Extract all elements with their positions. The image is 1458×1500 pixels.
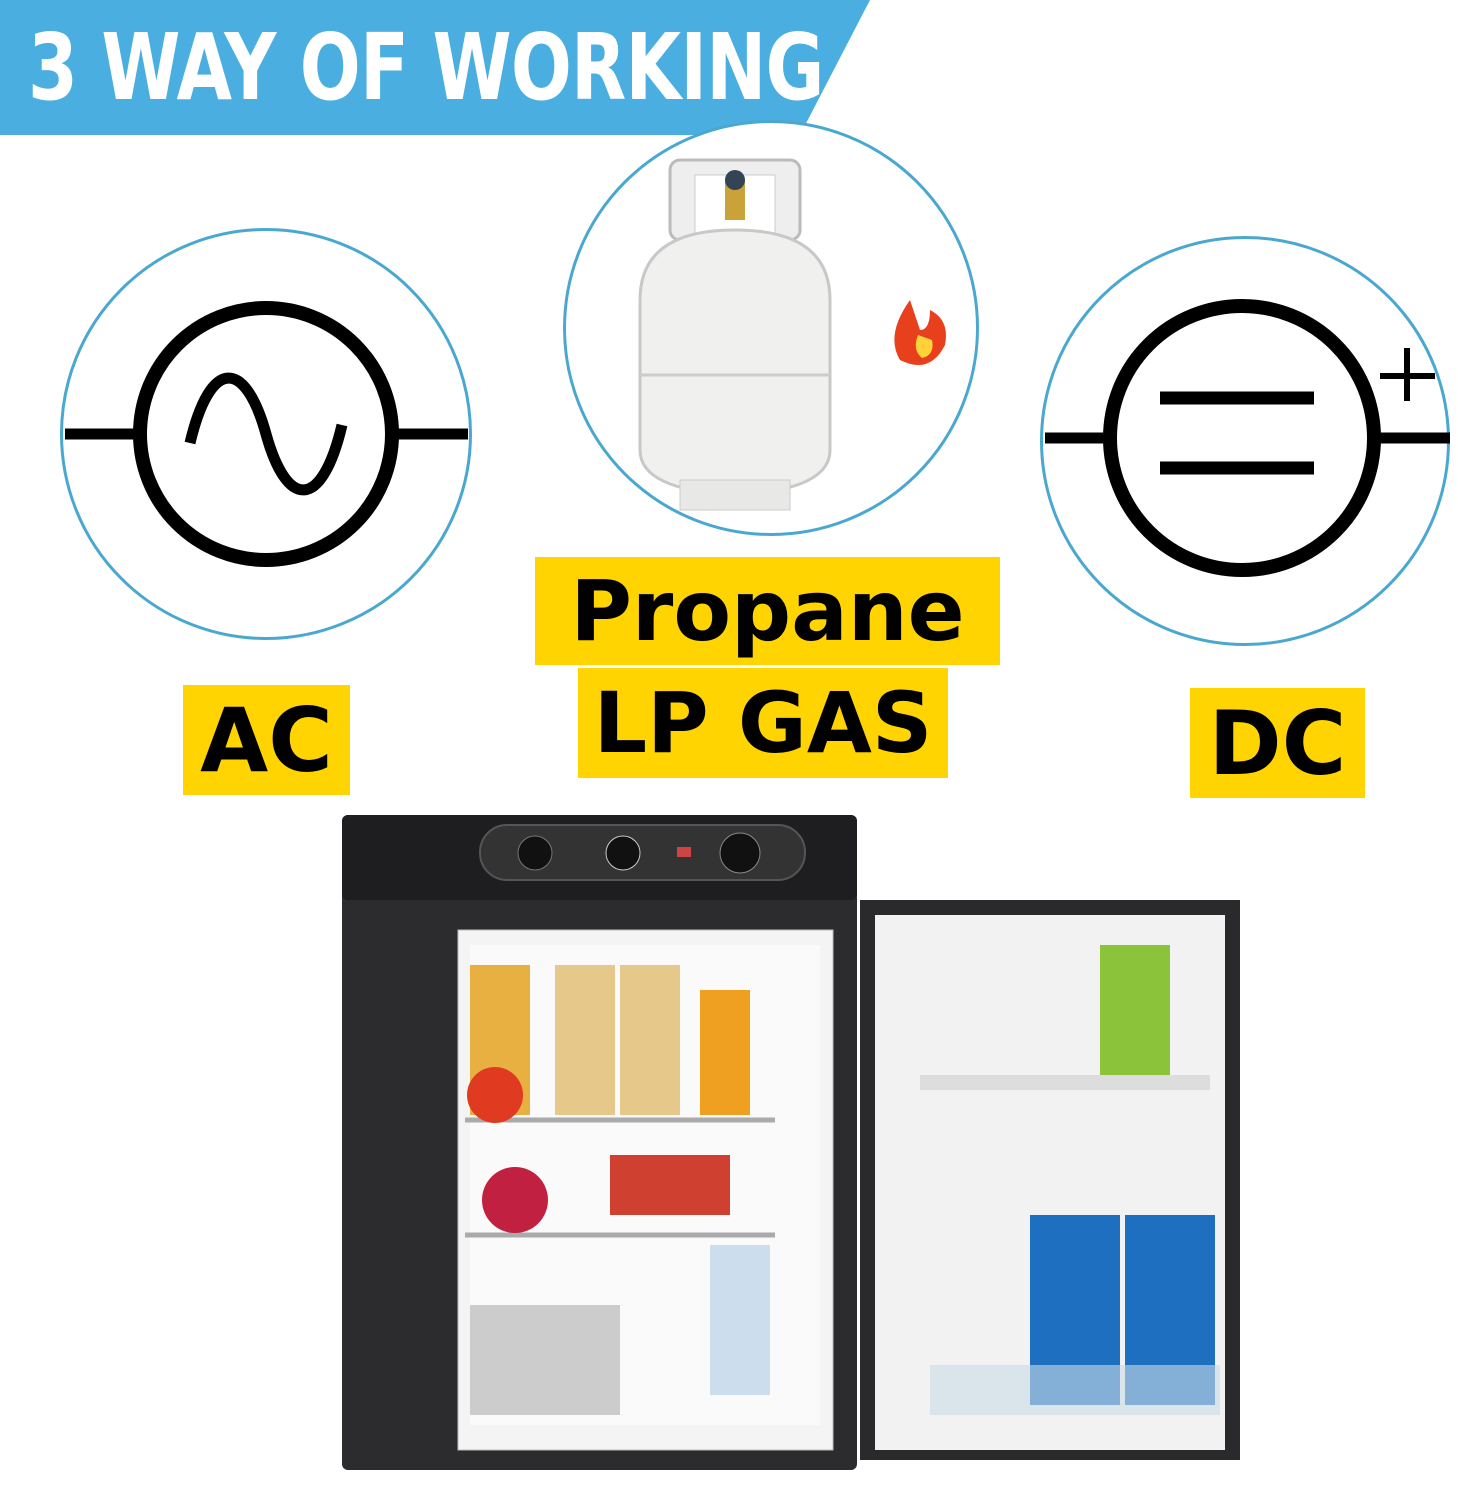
ac-symbol-icon — [65, 301, 468, 567]
banner-title: 3 WAY OF WORKING — [28, 14, 824, 121]
dc-symbol-icon — [1045, 299, 1450, 577]
propane-label: Propane — [535, 557, 1000, 665]
lp-gas-label: LP GAS — [578, 668, 948, 778]
title-banner — [0, 0, 870, 135]
fridge-image — [342, 815, 1240, 1470]
propane-tank-icon — [638, 158, 946, 511]
flame-icon — [894, 300, 946, 365]
dc-label: DC — [1190, 688, 1365, 798]
ac-label: AC — [183, 685, 350, 795]
